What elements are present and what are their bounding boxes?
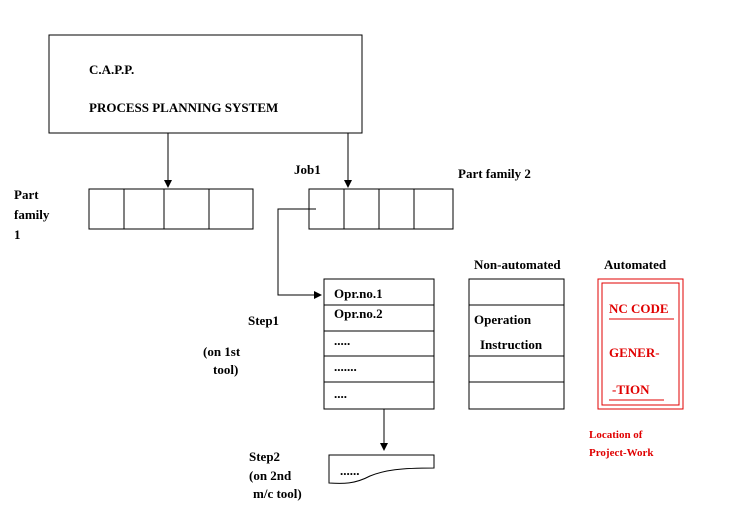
- part-family-1-label-line-2: family: [14, 207, 50, 222]
- part-family-1-cells: [88, 188, 254, 230]
- step2-document: ......: [328, 454, 435, 484]
- operation-row-5: ....: [334, 386, 347, 401]
- step2-label-line-1: Step2: [249, 449, 280, 464]
- step1-note-line-2: tool): [213, 362, 238, 377]
- step1-note-line-1: (on 1st: [203, 344, 241, 359]
- automated-title: Automated: [604, 257, 667, 272]
- step1-operations-table: Opr.no.1 Opr.no.2 ..... ....... ....: [323, 278, 435, 410]
- job1-label: Job1: [294, 162, 321, 177]
- part-family-2-cells: [308, 188, 454, 230]
- automated-line-3: -TION: [612, 382, 650, 397]
- part-family-1-label-line-3: 1: [14, 227, 21, 242]
- automated-line-2: GENER-: [609, 345, 660, 360]
- operation-row-4: .......: [334, 359, 357, 374]
- non-automated-line-2: Instruction: [480, 337, 543, 352]
- job-to-operations-arrow: [277, 208, 322, 299]
- non-automated-title: Non-automated: [474, 257, 561, 272]
- operation-row-1: Opr.no.1: [334, 286, 383, 301]
- step2-content: ......: [340, 463, 360, 478]
- part-family-1: Part family 1: [14, 187, 254, 242]
- capp-subtitle: PROCESS PLANNING SYSTEM: [89, 100, 278, 115]
- part-family-2-label: Part family 2: [458, 166, 531, 181]
- step2-label-line-3: m/c tool): [253, 486, 302, 501]
- automated-box: Automated NC CODE GENER- -TION: [597, 257, 684, 410]
- part-family-2: Job1 Part family 2: [294, 162, 531, 230]
- capp-system-box: C.A.P.P. PROCESS PLANNING SYSTEM: [48, 34, 363, 134]
- non-automated-table: Non-automated Operation Instruction: [468, 257, 565, 410]
- non-automated-line-1: Operation: [474, 312, 532, 327]
- capp-title: C.A.P.P.: [89, 62, 134, 77]
- automated-line-1: NC CODE: [609, 301, 669, 316]
- operation-row-3: .....: [334, 333, 350, 348]
- location-caption-line-2: Project-Work: [589, 447, 654, 459]
- operation-row-2: Opr.no.2: [334, 306, 383, 321]
- part-family-1-label-line-1: Part: [14, 187, 39, 202]
- location-caption-line-1: Location of: [589, 429, 643, 441]
- step1-label: Step1: [248, 313, 279, 328]
- step2-label-line-2: (on 2nd: [249, 468, 292, 483]
